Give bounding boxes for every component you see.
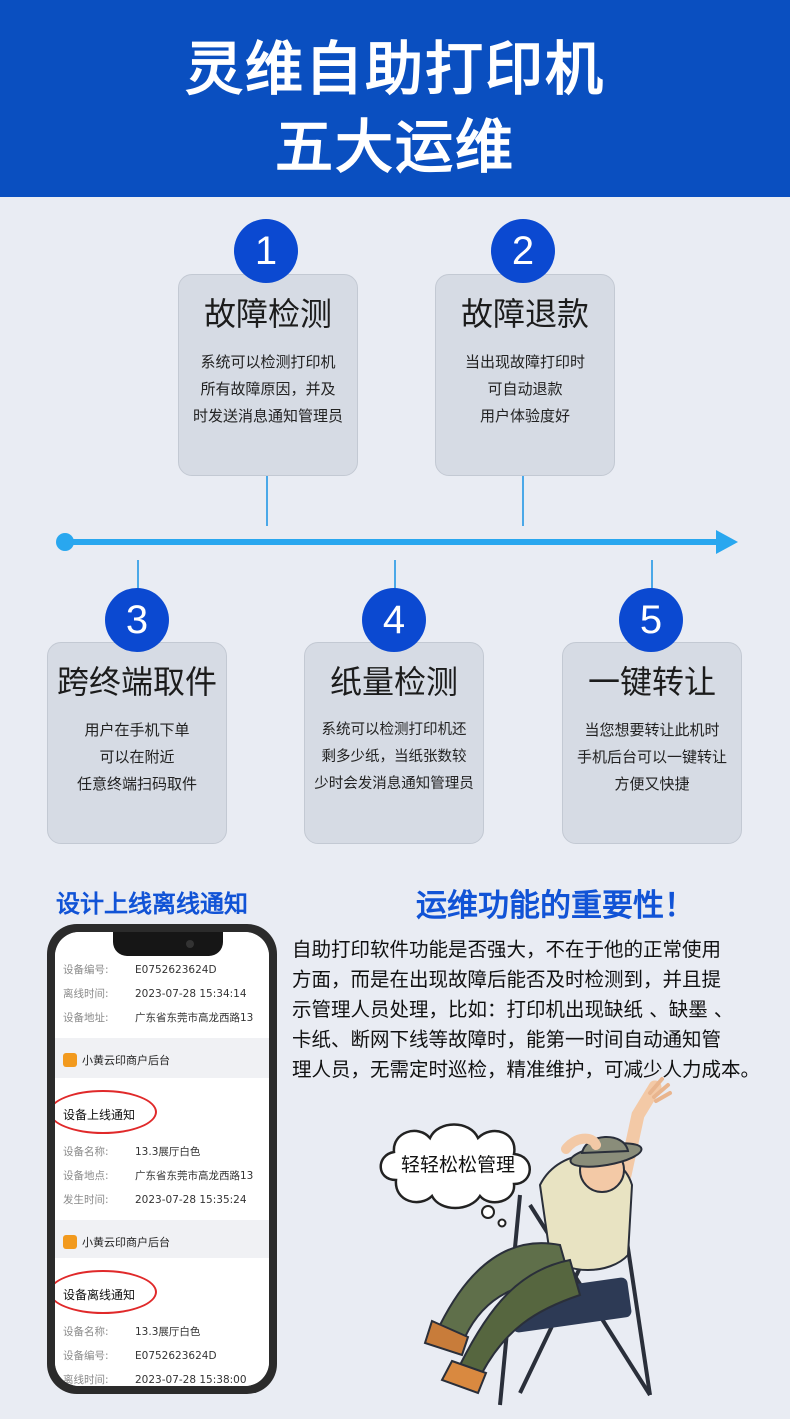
timeline-bar xyxy=(64,539,724,545)
paragraph-line: 理人员，无需定时巡检，精准维护，可减少人力成本。 xyxy=(292,1058,761,1081)
info-row: 设备编号:E0752623624D xyxy=(63,1350,217,1362)
connector-line xyxy=(137,560,139,590)
feature-card-1: 故障检测 系统可以检测打印机 所有故障原因，并及 时发送消息通知管理员 xyxy=(178,274,358,476)
timeline-arrow-icon xyxy=(716,530,738,554)
phone-screen: 设备编号:E0752623624D 离线时间:2023-07-28 15:34:… xyxy=(55,932,269,1386)
importance-section-title: 运维功能的重要性！ xyxy=(416,888,695,924)
info-row: 设备编号:E0752623624D xyxy=(63,964,217,976)
app-source-row: 小黄云印商户后台 xyxy=(63,1234,170,1250)
app-source-row: 小黄云印商户后台 xyxy=(63,1052,170,1068)
importance-paragraph: 自助打印软件功能是否强大，不在于他的正常使用 方面，而是在出现故障后能否及时检测… xyxy=(292,935,790,1085)
app-logo-icon xyxy=(63,1053,77,1067)
feature-desc: 用户在手机下单 可以在附近 任意终端扫码取件 xyxy=(48,717,226,798)
info-row: 离线时间:2023-07-28 15:34:14 xyxy=(63,988,247,1000)
feature-desc-line: 可以在附近 xyxy=(99,748,175,766)
info-row: 设备地址:广东省东莞市高龙西路13 xyxy=(63,1012,254,1024)
info-row: 离线时间:2023-07-28 15:38:00 xyxy=(63,1374,247,1386)
feature-desc-line: 系统可以检测打印机还 xyxy=(321,722,467,738)
paragraph-line: 卡纸、断网下线等故障时，能第一时间自动通知管 xyxy=(292,1028,722,1051)
paragraph-line: 自助打印软件功能是否强大，不在于他的正常使用 xyxy=(292,938,722,961)
feature-number-badge: 1 xyxy=(234,219,298,283)
info-row: 设备名称:13.3展厅白色 xyxy=(63,1146,201,1158)
connector-line xyxy=(651,560,653,590)
feature-number-badge: 2 xyxy=(491,219,555,283)
feature-title: 故障检测 xyxy=(203,295,332,333)
feature-desc-line: 用户在手机下单 xyxy=(84,721,190,739)
info-row: 设备名称:13.3展厅白色 xyxy=(63,1326,201,1338)
feature-desc-line: 用户体验度好 xyxy=(479,407,570,425)
paragraph-line: 示管理人员处理，比如：打印机出现缺纸 、缺墨 、 xyxy=(292,998,734,1021)
highlight-oval xyxy=(55,1090,157,1134)
feature-desc-line: 少时会发消息通知管理员 xyxy=(314,776,474,792)
feature-desc-line: 剩多少纸，当纸张数较 xyxy=(321,749,467,765)
relaxing-person-illustration xyxy=(423,1077,672,1406)
feature-desc-line: 当您想要转让此机时 xyxy=(584,721,720,739)
connector-line xyxy=(394,560,396,590)
page-title: 灵维自助打印机 xyxy=(184,35,605,103)
feature-desc: 系统可以检测打印机 所有故障原因，并及 时发送消息通知管理员 xyxy=(179,349,357,430)
feature-desc: 系统可以检测打印机还 剩多少纸，当纸张数较 少时会发消息通知管理员 xyxy=(305,717,483,798)
feature-desc-line: 系统可以检测打印机 xyxy=(200,353,336,371)
notification-section-title: 设计上线离线通知 xyxy=(56,890,248,918)
feature-desc-line: 任意终端扫码取件 xyxy=(76,775,197,793)
connector-line xyxy=(522,476,524,526)
thought-bubble: 轻轻松松管理 xyxy=(366,1110,546,1230)
feature-title: 故障退款 xyxy=(460,295,589,333)
feature-desc-line: 可自动退款 xyxy=(487,380,563,398)
highlight-oval xyxy=(55,1270,157,1314)
feature-card-4: 纸量检测 系统可以检测打印机还 剩多少纸，当纸张数较 少时会发消息通知管理员 xyxy=(304,642,484,844)
info-row: 设备地点:广东省东莞市高龙西路13 xyxy=(63,1170,254,1182)
online-notification-card[interactable]: 设备上线通知 设备名称:13.3展厅白色 设备地点:广东省东莞市高龙西路13 发… xyxy=(55,1078,269,1220)
feature-desc: 当您想要转让此机时 手机后台可以一键转让 方便又快捷 xyxy=(563,717,741,798)
cloud-icon xyxy=(379,1123,531,1228)
feature-desc-line: 时发送消息通知管理员 xyxy=(192,407,343,425)
feature-card-2: 故障退款 当出现故障打印时 可自动退款 用户体验度好 xyxy=(435,274,615,476)
feature-desc-line: 所有故障原因，并及 xyxy=(200,380,336,398)
paragraph-line: 方面，而是在出现故障后能否及时检测到，并且提 xyxy=(292,968,722,991)
feature-desc-line: 手机后台可以一键转让 xyxy=(576,748,727,766)
feature-title: 一键转让 xyxy=(587,663,716,701)
feature-desc-line: 当出现故障打印时 xyxy=(464,353,585,371)
offline-notification-card[interactable]: 设备离线通知 设备名称:13.3展厅白色 设备编号:E0752623624D 离… xyxy=(55,1258,269,1386)
feature-title: 纸量检测 xyxy=(329,663,458,701)
feature-desc-line: 方便又快捷 xyxy=(614,775,690,793)
feature-card-3: 跨终端取件 用户在手机下单 可以在附近 任意终端扫码取件 xyxy=(47,642,227,844)
feature-number-badge: 4 xyxy=(362,588,426,652)
notification-card: 设备编号:E0752623624D 离线时间:2023-07-28 15:34:… xyxy=(55,932,269,1038)
camera-icon xyxy=(186,940,194,948)
feature-card-5: 一键转让 当您想要转让此机时 手机后台可以一键转让 方便又快捷 xyxy=(562,642,742,844)
feature-title: 跨终端取件 xyxy=(56,663,217,701)
timeline-start-dot xyxy=(56,533,74,551)
info-row: 发生时间:2023-07-28 15:35:24 xyxy=(63,1194,247,1206)
phone-mockup: 设备编号:E0752623624D 离线时间:2023-07-28 15:34:… xyxy=(47,924,277,1394)
header-banner: 灵维自助打印机 五大运维 xyxy=(0,0,790,197)
feature-number-badge: 5 xyxy=(619,588,683,652)
bubble-text: 轻轻松松管理 xyxy=(400,1154,515,1176)
feature-number-badge: 3 xyxy=(105,588,169,652)
feature-desc: 当出现故障打印时 可自动退款 用户体验度好 xyxy=(436,349,614,430)
page-subtitle: 五大运维 xyxy=(274,113,515,181)
connector-line xyxy=(266,476,268,526)
phone-notch xyxy=(113,932,223,956)
app-logo-icon xyxy=(63,1235,77,1249)
